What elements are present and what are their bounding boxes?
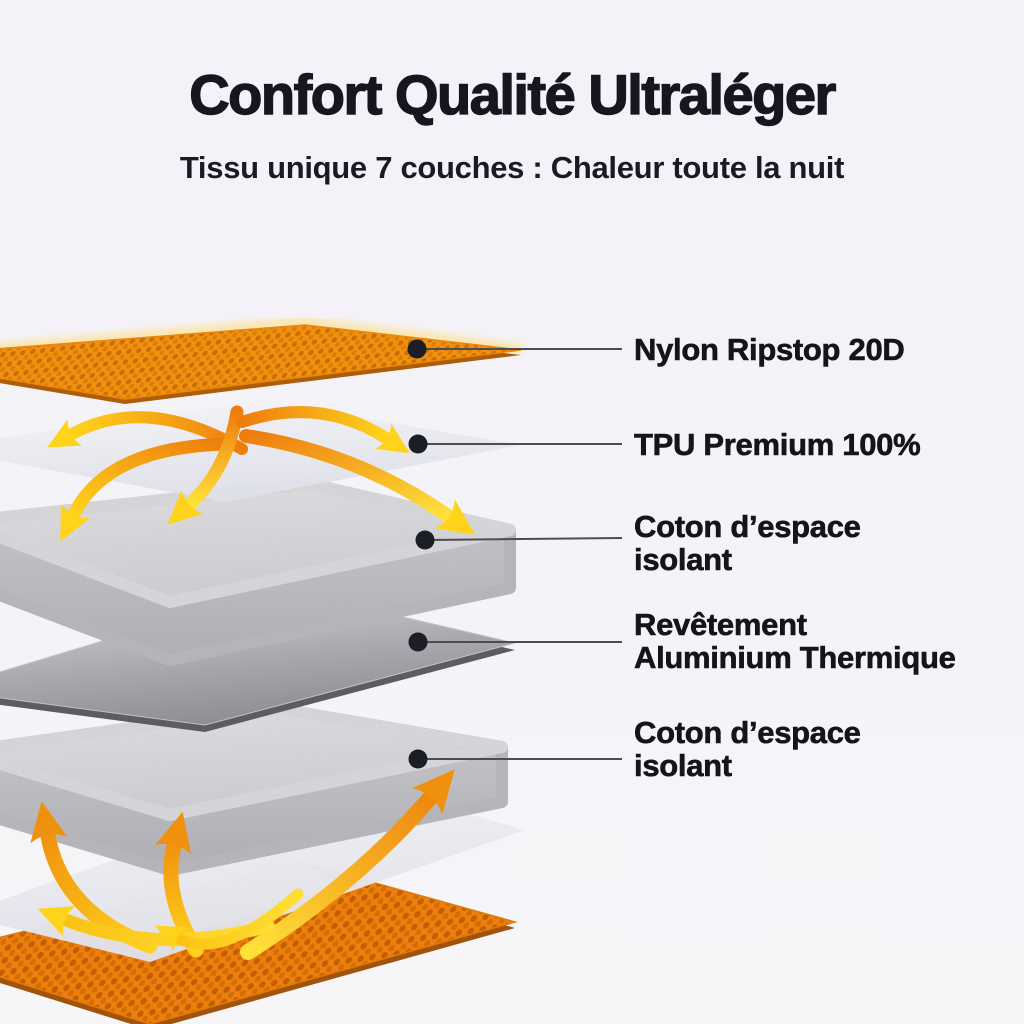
layer-label-nylon: Nylon Ripstop 20D [634,332,905,367]
callout-connectors [420,348,623,760]
layer-label-coton-2: Coton d’espace isolant [634,715,862,783]
layer-label-coton-1: Coton d’espace isolant [634,509,862,577]
connector-dot-tpu [408,434,428,454]
callout-dots [407,339,435,769]
layer-label-tpu: TPU Premium 100% [634,427,921,462]
connector-dot-aluminum [408,632,428,652]
connector-line-coton-1 [427,537,623,541]
connector-dot-coton-1 [415,530,435,550]
page-title: Confort Qualité Ultraléger [189,63,837,126]
heat-arrows-upper [47,405,476,542]
layer-nylon-mesh [0,317,522,404]
connector-dot-nylon [407,339,427,359]
layer-label-aluminum: Revêtement Aluminium Thermique [634,607,956,675]
heat-arrows-lower [30,769,455,960]
connector-dot-coton-2 [408,749,428,769]
page-subtitle: Tissu unique 7 couches : Chaleur toute l… [179,150,845,185]
